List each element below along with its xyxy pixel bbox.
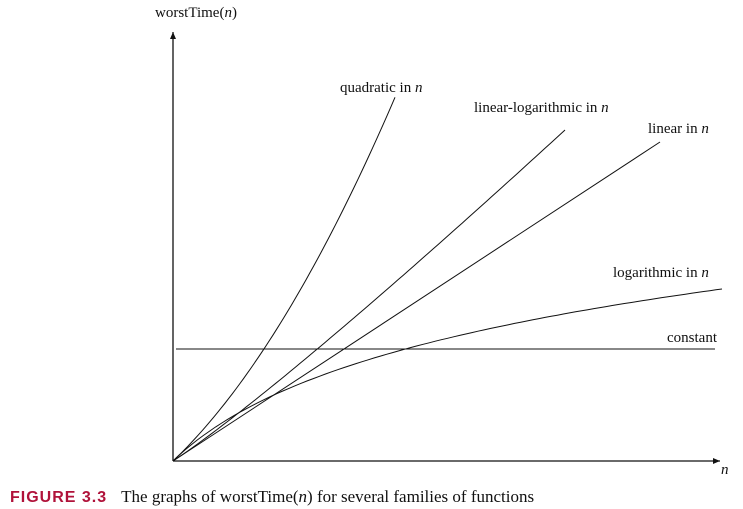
- series-label-linear: linear in n: [648, 121, 709, 137]
- series-label-constant: constant: [667, 330, 718, 346]
- series-line-linear: [172, 141, 661, 462]
- figure-number: FIGURE 3.3: [10, 489, 108, 506]
- figure-chart: worstTime(n) n quadratic in n linear-log…: [155, 5, 729, 478]
- x-axis-label: n: [721, 462, 729, 478]
- series-label-logarithmic: logarithmic in n: [613, 265, 709, 281]
- series-label-linear-logarithmic: linear-logarithmic in n: [474, 100, 609, 116]
- series-line-logarithmic: [172, 288, 723, 462]
- series-label-quadratic: quadratic in n: [340, 80, 422, 96]
- series-line-linear-logarithmic: [172, 129, 566, 462]
- y-axis-label: worstTime(n): [155, 5, 237, 21]
- series-line-quadratic: [172, 97, 396, 462]
